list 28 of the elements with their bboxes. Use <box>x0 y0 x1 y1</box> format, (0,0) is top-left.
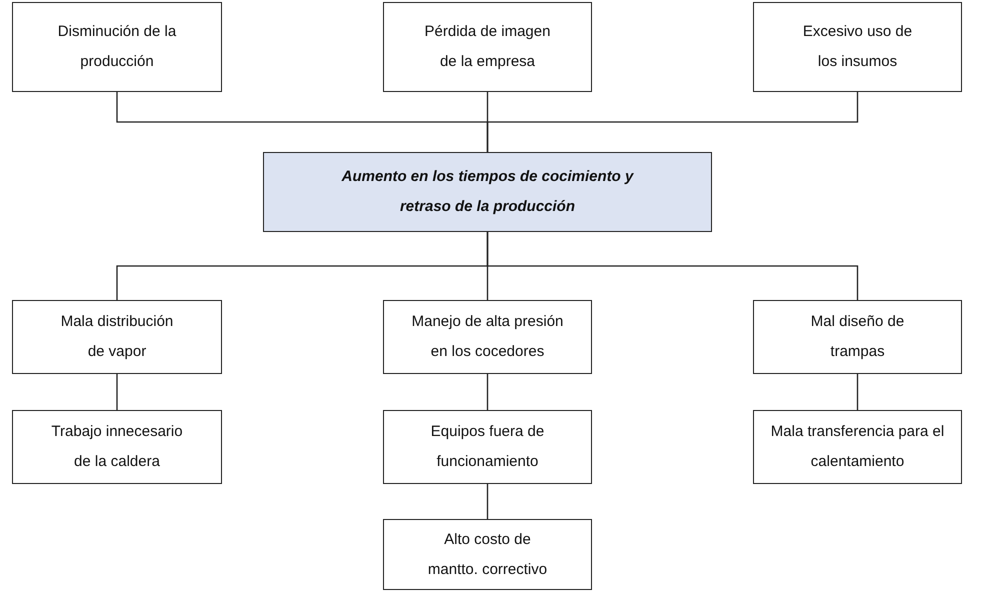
cause-effect-box <box>383 300 592 374</box>
box-text: Trabajo innecesario de la caldera <box>50 422 184 472</box>
cause-effect-box <box>383 410 592 484</box>
box-text: Aumento en los tiempos de cocimiento y retraso de la producción <box>340 167 635 217</box>
cause-effect-box <box>753 300 962 374</box>
box-text: Mal diseño de trampas <box>810 312 906 362</box>
cause-effect-box <box>383 2 592 92</box>
connector-line <box>856 374 858 410</box>
box-text: Mala transferencia para el calentamiento <box>770 422 946 472</box>
cause-effect-box <box>12 410 222 484</box>
box-text: Disminución de la producción <box>57 22 177 72</box>
box-text: Alto costo de mantto. correctivo <box>426 530 548 580</box>
cause-effect-box <box>12 2 222 92</box>
problem-box <box>263 152 712 232</box>
box-text: Mala distribución de vapor <box>60 312 174 362</box>
connector-line <box>116 374 118 410</box>
cause-effect-box <box>753 410 962 484</box>
cause-effect-box <box>383 519 592 590</box>
cause-effect-box <box>12 300 222 374</box>
box-text: Pérdida de imagen de la empresa <box>424 22 552 72</box>
connector-line <box>486 232 858 300</box>
box-text: Equipos fuera de funcionamiento <box>430 422 546 472</box>
cause-effect-box <box>753 2 962 92</box>
connector-line <box>486 484 488 519</box>
connector-line <box>486 92 858 152</box>
box-text: Manejo de alta presión en los cocedores <box>410 312 564 362</box>
connector-line <box>486 374 488 410</box>
box-text: Excesivo uso de los insumos <box>802 22 914 72</box>
